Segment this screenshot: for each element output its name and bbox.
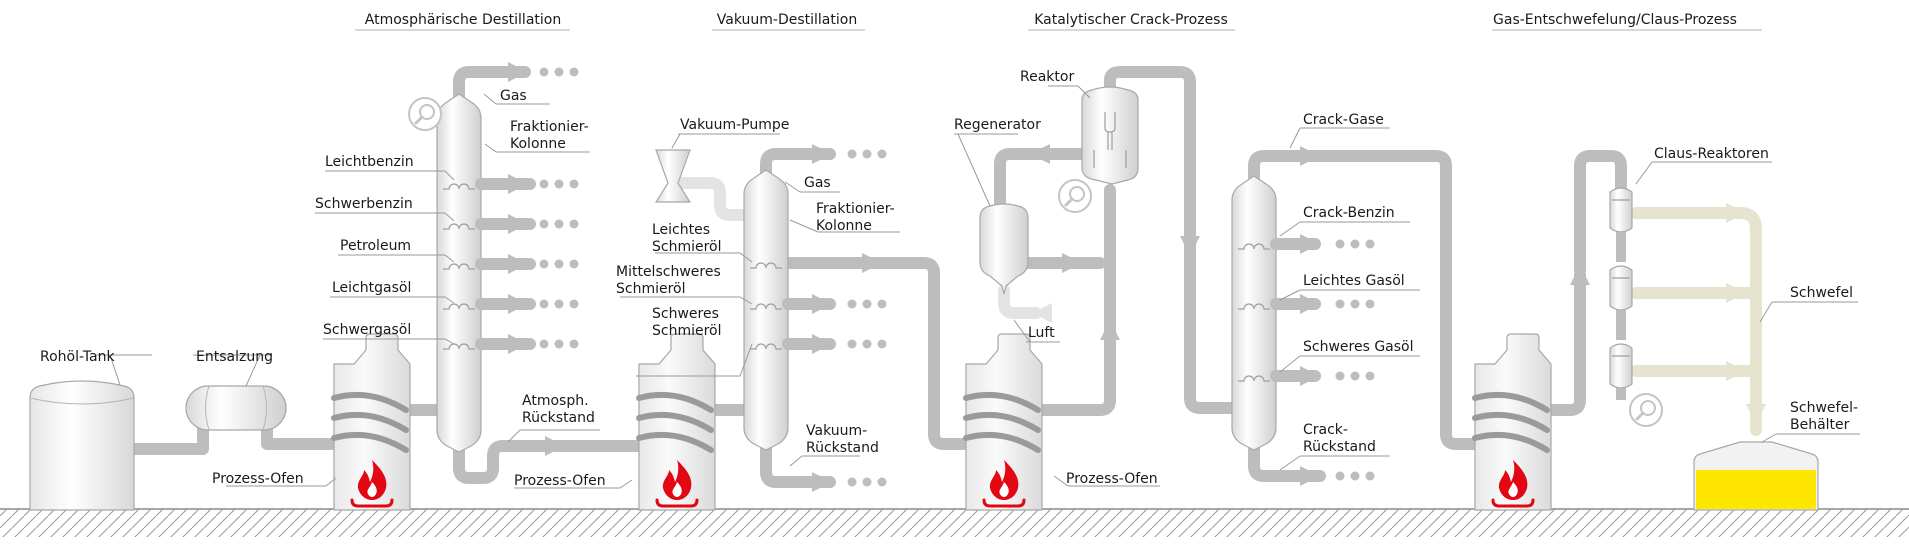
label-reaktor: Reaktor [1020,69,1074,85]
label-crack-rueck-a: Crack- [1303,422,1348,438]
flame-icon [655,460,699,508]
label-gas-2: Gas [804,175,831,191]
sulfur-pipes [1630,203,1766,436]
prozess-ofen-2 [636,333,716,511]
label-gas-1: Gas [500,88,527,104]
section-title-atm: Atmosphärische Destillation [365,12,561,28]
label-vak-rueck-b: Rückstand [806,440,879,456]
label-schweres-b: Schmieröl [652,323,722,339]
label-fraktionier-2a: Fraktionier- [816,201,895,217]
label-leichtes-a: Leichtes [652,222,710,238]
leader-lines [95,85,1860,489]
label-mittel-a: Mittelschweres [616,264,721,280]
label-crack-rueck-b: Rückstand [1303,439,1376,455]
label-entsalzung: Entsalzung [196,349,273,365]
label-schwefel-beh-a: Schwefel- [1790,400,1858,416]
schwefel-behaelter [1693,441,1819,511]
label-atm-rueck-b: Rückstand [522,410,595,426]
entsalzung-vessel [185,385,287,431]
label-mittel-b: Schmieröl [616,281,686,297]
crack-kolonne [1231,146,1375,486]
flame-icon [982,460,1026,508]
label-rohoel-tank: Rohöl-Tank [40,349,115,365]
label-leichtes-gasoel: Leichtes Gasöl [1303,273,1405,289]
section-title-cat: Katalytischer Crack-Prozess [1034,12,1228,28]
label-regenerator: Regenerator [954,117,1041,133]
label-prozess-ofen-3: Prozess-Ofen [1066,471,1158,487]
claus-reaktoren [1570,187,1664,428]
magnifier-icon [407,96,443,132]
ground [0,508,1909,537]
pipes [126,66,1627,488]
label-crack-benzin: Crack-Benzin [1303,205,1395,221]
magnifier-icon [1057,178,1093,214]
vakuum-pumpe [654,149,692,203]
label-schweres-a: Schweres [652,306,719,322]
label-schweres-gasoel: Schweres Gasöl [1303,339,1414,355]
section-title-gas: Gas-Entschwefelung/Claus-Prozess [1493,12,1737,28]
section-title-vak: Vakuum-Destillation [717,12,857,28]
label-fraktionier-2b: Kolonne [816,218,872,234]
label-vakuum-pumpe: Vakuum-Pumpe [680,117,789,133]
label-crack-gase: Crack-Gase [1303,112,1384,128]
label-leichtes-b: Schmieröl [652,239,722,255]
reaktor [1030,86,1139,214]
label-prozess-ofen-2: Prozess-Ofen [514,473,606,489]
label-petroleum: Petroleum [340,238,411,254]
label-fraktionier-1a: Fraktionier- [510,119,589,135]
rohoel-tank [29,380,135,511]
label-fraktionier-1b: Kolonne [510,136,566,152]
label-luft: Luft [1028,325,1055,341]
prozess-ofen-1 [331,333,411,511]
label-prozess-ofen-1: Prozess-Ofen [212,471,304,487]
label-schwefel-beh-b: Behälter [1790,417,1850,433]
label-schwerbenzin: Schwerbenzin [315,196,413,212]
label-schwefel: Schwefel [1790,285,1853,301]
flame-icon [350,460,394,508]
labels: Rohöl-Tank Entsalzung Prozess-Ofen Gas F… [40,69,1858,489]
label-leichtbenzin: Leichtbenzin [325,154,414,170]
label-atm-rueck-a: Atmosph. [522,393,589,409]
label-claus-reaktoren: Claus-Reaktoren [1654,146,1769,162]
label-vak-rueck-a: Vakuum- [806,423,867,439]
label-leichtgasoel: Leichtgasöl [332,280,411,296]
label-schwergasoel: Schwergasöl [323,322,411,338]
fraktionier-kolonne-2 [743,144,887,492]
magnifier-icon [1628,392,1664,428]
flame-icon [1491,460,1535,508]
prozess-ofen-4 [1472,333,1552,511]
column1-outputs [508,62,579,456]
section-titles: Atmosphärische Destillation Vakuum-Desti… [355,12,1762,31]
prozess-ofen-3 [963,333,1043,511]
